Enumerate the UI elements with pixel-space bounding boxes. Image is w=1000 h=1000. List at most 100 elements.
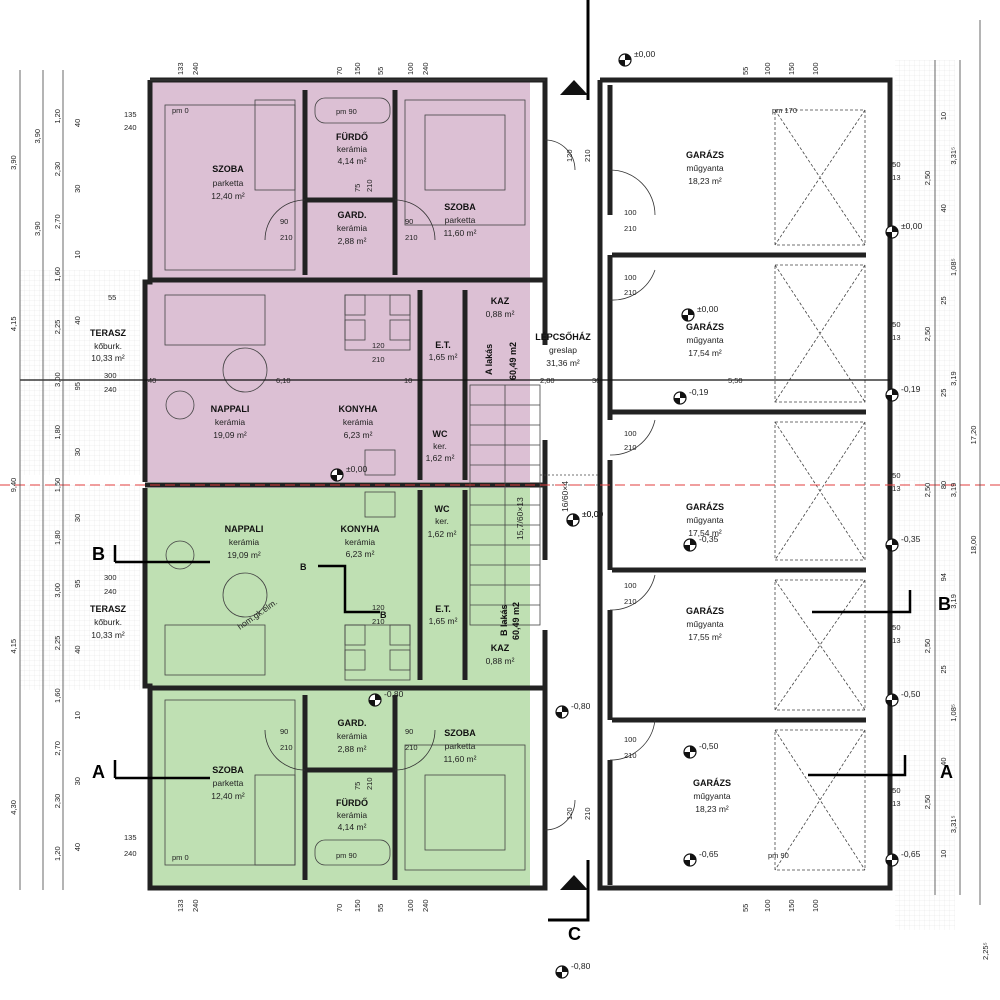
dim-10: 10	[404, 376, 412, 385]
dim-value: 3,00	[53, 583, 62, 598]
dim-value: 10	[73, 711, 82, 719]
dim-40: 40	[148, 376, 156, 385]
dim-w5-213: 213	[888, 799, 901, 808]
section-mark-a-right: A	[940, 762, 953, 782]
dim-value: 1,60	[53, 267, 62, 282]
dim-value: 1,20	[53, 109, 62, 124]
dim-value: 25	[939, 296, 948, 304]
staircase	[469, 384, 600, 626]
dim-210-a4: 210	[365, 179, 374, 192]
apartment-a-living-zone	[145, 282, 530, 482]
dim-value: 80	[939, 481, 948, 489]
dim-value: 2,50	[923, 327, 932, 342]
dim-value: 2,30	[53, 794, 62, 809]
room-name: FÜRDŐ	[336, 131, 368, 142]
dim-corner: 2,25⁵	[981, 942, 990, 960]
svg-text:240: 240	[191, 899, 200, 912]
level-marker-g1: ±0,00	[885, 221, 922, 239]
svg-text:100: 100	[763, 62, 772, 75]
level-marker-r6: -0,50	[885, 689, 921, 707]
dim-240-b: 240	[104, 587, 117, 596]
room-material: parketta	[445, 215, 476, 225]
dim-210-b4: 210	[365, 777, 374, 790]
room-material: kerámia	[337, 731, 368, 741]
room-name: GARD.	[338, 718, 367, 728]
dim-stair-door-210-b: 210	[583, 807, 592, 820]
room-material: műgyanta	[686, 335, 724, 345]
room-material: kerámia	[345, 537, 376, 547]
room-material: ker.	[435, 516, 449, 526]
apartment-b-living-zone	[145, 488, 530, 686]
svg-text:150: 150	[787, 899, 796, 912]
svg-text:240: 240	[421, 62, 430, 75]
room-area: 19,09 m²	[213, 430, 247, 440]
room-material: kőburk.	[94, 617, 122, 627]
dim-value: 2,50	[923, 795, 932, 810]
room-a-furdo: FÜRDŐ kerámia 4,14 m²	[336, 131, 368, 166]
room-name: NAPPALI	[225, 524, 264, 534]
dim-value: 40	[73, 843, 82, 851]
dim-value: 95	[73, 580, 82, 588]
room-area: 19,09 m²	[227, 550, 261, 560]
room-b-nappali: NAPPALI kerámia 19,09 m²	[225, 524, 264, 560]
svg-text:100: 100	[763, 899, 772, 912]
room-area: 1,65 m²	[429, 352, 458, 362]
dim-value: 95	[73, 382, 82, 390]
dim-w5-250: 250	[888, 786, 901, 795]
level-marker-r4: -0,35	[885, 534, 921, 552]
section-mark-a-left: A	[92, 762, 105, 782]
room-material: kerámia	[337, 810, 368, 820]
svg-text:100: 100	[406, 62, 415, 75]
room-name: GARÁZS	[686, 502, 724, 512]
room-b-gard: GARD. kerámia 2,88 m²	[337, 718, 368, 754]
room-a-wc: WC ker. 1,62 m²	[426, 429, 455, 463]
room-name: KAZ	[491, 296, 510, 306]
level-value: -0,65	[901, 849, 921, 859]
dim-240-top: 240	[124, 123, 137, 132]
dim-610: 6,10	[276, 376, 291, 385]
room-name: E.T.	[435, 604, 451, 614]
level-value: -0,19	[689, 387, 709, 397]
stair-spec-2: 16/60×4	[560, 481, 570, 512]
svg-text:55: 55	[741, 67, 750, 75]
dim-90-b2: 90	[405, 727, 413, 736]
apartment-b-label: B lakás	[499, 604, 509, 636]
dim-280: 2,80	[540, 376, 555, 385]
pm-note-b-bath: pm 90	[336, 851, 357, 860]
dim-value: 10	[73, 250, 82, 258]
dim-w3-213: 213	[888, 484, 901, 493]
room-material: kerámia	[215, 417, 246, 427]
section-mark-b-right: B	[938, 594, 951, 614]
dim-value: 40	[939, 757, 948, 765]
room-name: KONYHA	[338, 404, 378, 414]
room-name: LÉPCSŐHÁZ	[535, 331, 591, 342]
room-area: 11,60 m²	[444, 754, 477, 764]
room-name: TERASZ	[90, 328, 127, 338]
room-material: kerámia	[337, 223, 368, 233]
level-value: -0,35	[699, 534, 719, 544]
svg-text:70: 70	[335, 904, 344, 912]
dim-value: 10	[939, 850, 948, 858]
dim-value: 1,50	[53, 478, 62, 493]
svg-text:55: 55	[741, 904, 750, 912]
level-value: -0,35	[901, 534, 921, 544]
dim-value: 3,90	[33, 221, 42, 236]
room-b-furdo: FÜRDŐ kerámia 4,14 m²	[336, 797, 368, 832]
room-name: SZOBA	[444, 728, 476, 738]
dim-w4-250: 250	[888, 623, 901, 632]
room-material: műgyanta	[693, 791, 731, 801]
garage-parking-marks	[774, 109, 866, 871]
apartment-a-label: A lakás	[484, 344, 494, 375]
dim-g1-210: 210	[624, 224, 637, 233]
svg-text:55: 55	[376, 67, 385, 75]
dim-g5-100: 100	[624, 735, 637, 744]
dim-value: 2,25	[53, 636, 62, 651]
level-value: ±0,00	[582, 509, 603, 519]
room-b-konyha: KONYHA kerámia 6,23 m²	[340, 524, 380, 559]
level-value: -0,80	[571, 961, 591, 971]
room-area: 10,33 m²	[91, 630, 125, 640]
room-b-kaz: KAZ 0,88 m²	[486, 643, 515, 666]
apartment-a-area: 60,49 m2	[508, 342, 518, 380]
room-a-szoba2: SZOBA parketta 11,60 m²	[444, 202, 477, 238]
